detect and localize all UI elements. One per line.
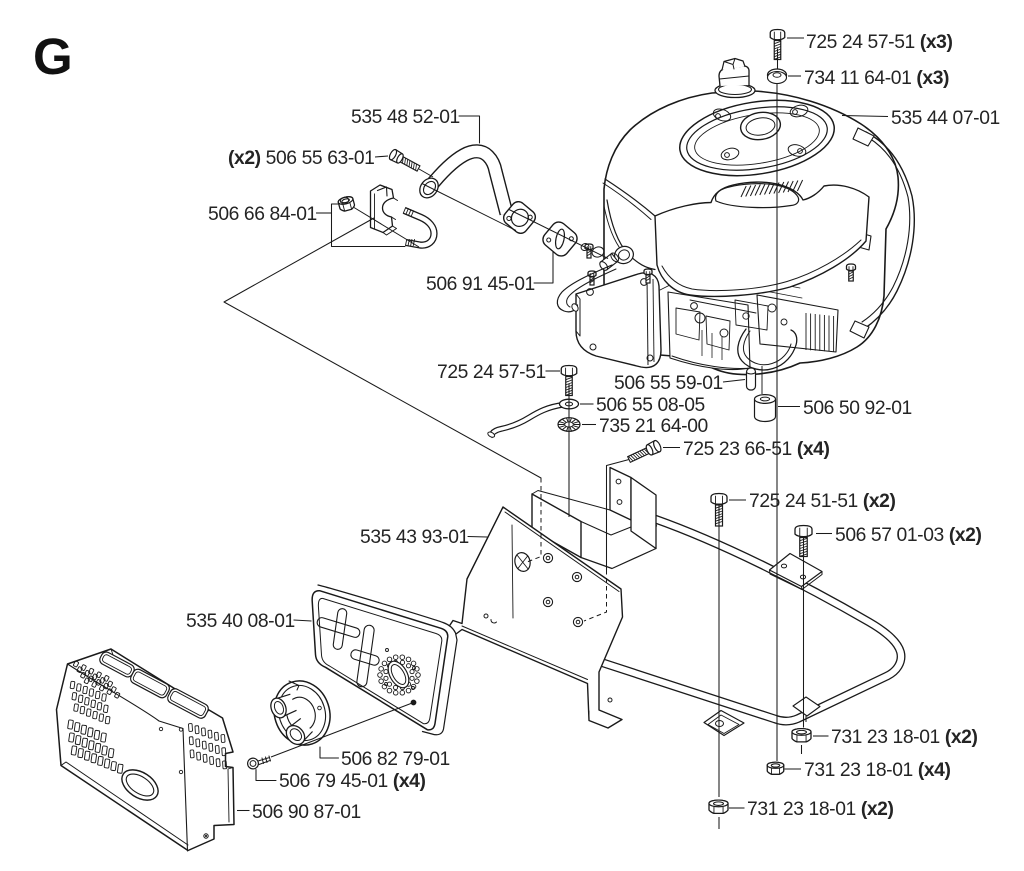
svg-text:535 48 52-01: 535 48 52-01	[351, 107, 460, 128]
svg-text:731 23 18-01 (x2): 731 23 18-01 (x2)	[747, 799, 894, 820]
svg-text:506 66 84-01: 506 66 84-01	[208, 204, 317, 225]
svg-text:535 40 08-01: 535 40 08-01	[186, 611, 295, 632]
svg-text:506 79 45-01 (x4): 506 79 45-01 (x4)	[279, 771, 426, 792]
svg-text:725 23 66-51 (x4): 725 23 66-51 (x4)	[683, 439, 830, 460]
svg-text:G: G	[33, 28, 73, 85]
svg-text:506 50 92-01: 506 50 92-01	[803, 398, 912, 419]
svg-text:731 23 18-01 (x2): 731 23 18-01 (x2)	[831, 727, 978, 748]
svg-text:735 21 64-00: 735 21 64-00	[599, 416, 708, 437]
svg-text:725 24 51-51 (x2): 725 24 51-51 (x2)	[749, 491, 896, 512]
svg-text:535 43 93-01: 535 43 93-01	[360, 527, 469, 548]
svg-text:506 90 87-01: 506 90 87-01	[252, 802, 361, 823]
svg-text:506 82 79-01: 506 82 79-01	[341, 749, 450, 770]
svg-text:535 44 07-01: 535 44 07-01	[891, 108, 1000, 129]
svg-text:506 55 59-01: 506 55 59-01	[614, 373, 723, 394]
svg-text:506 91 45-01: 506 91 45-01	[426, 274, 535, 295]
svg-text:(x2) 506 55 63-01: (x2) 506 55 63-01	[228, 148, 375, 169]
svg-text:731 23 18-01 (x4): 731 23 18-01 (x4)	[804, 760, 951, 781]
svg-text:506 57 01-03 (x2): 506 57 01-03 (x2)	[835, 525, 982, 546]
svg-text:725 24 57-51 (x3): 725 24 57-51 (x3)	[806, 32, 953, 53]
svg-text:506 55 08-05: 506 55 08-05	[596, 395, 705, 416]
svg-text:734 11 64-01 (x3): 734 11 64-01 (x3)	[804, 68, 949, 89]
svg-text:725 24 57-51: 725 24 57-51	[437, 362, 546, 383]
